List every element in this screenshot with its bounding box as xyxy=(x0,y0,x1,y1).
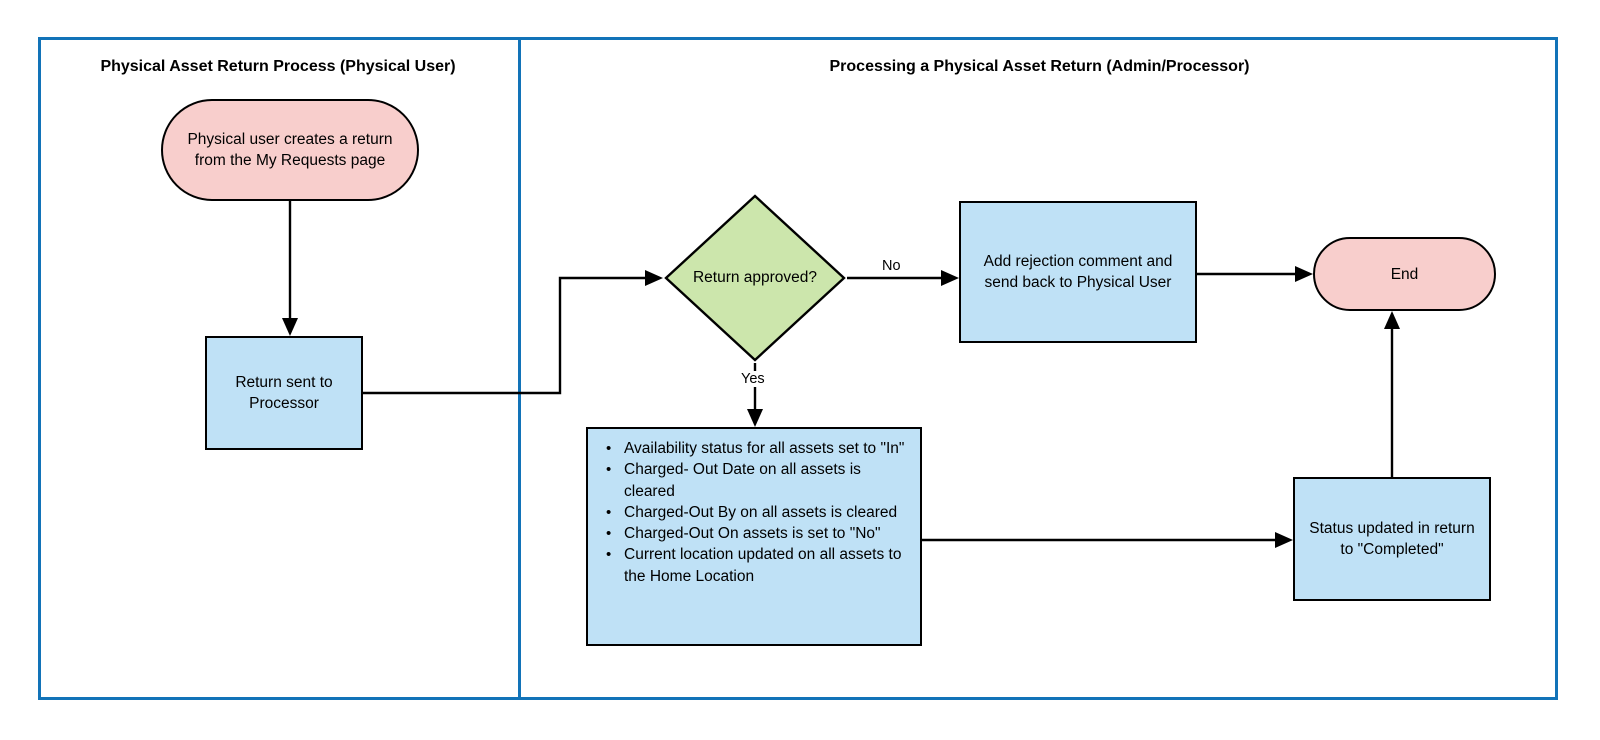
node-status-label: Status updated in return to "Completed" xyxy=(1309,520,1475,558)
node-status-updated-completed[interactable]: Status updated in return to "Completed" xyxy=(1293,477,1491,601)
node-decision-return-approved[interactable]: Return approved? xyxy=(663,193,847,363)
node-start-label: Physical user creates a return from the … xyxy=(187,131,393,169)
list-item: Current location updated on all assets t… xyxy=(606,544,908,587)
list-item: Availability status for all assets set t… xyxy=(606,438,908,460)
node-end-label: End xyxy=(1390,265,1419,283)
list-item: Charged-Out By on all assets is cleared xyxy=(606,502,908,524)
node-decision-label: Return approved? xyxy=(692,269,818,286)
swimlane-divider xyxy=(518,37,521,700)
edge-label-no: No xyxy=(880,258,903,274)
node-reject-label: Add rejection comment and send back to P… xyxy=(983,253,1173,291)
asset-update-actions-list: Availability status for all assets set t… xyxy=(598,438,908,587)
node-asset-update-actions[interactable]: Availability status for all assets set t… xyxy=(586,427,922,646)
node-add-rejection-comment[interactable]: Add rejection comment and send back to P… xyxy=(959,201,1197,343)
edge-label-yes: Yes xyxy=(739,371,767,387)
lane-title-physical-user: Physical Asset Return Process (Physical … xyxy=(100,58,456,75)
node-return-sent-label: Return sent to Processor xyxy=(235,374,333,412)
list-item: Charged- Out Date on all assets is clear… xyxy=(606,459,908,502)
list-item: Charged-Out On assets is set to "No" xyxy=(606,523,908,545)
node-end[interactable]: End xyxy=(1313,237,1496,311)
node-start-create-return[interactable]: Physical user creates a return from the … xyxy=(161,99,419,201)
node-return-sent-to-processor[interactable]: Return sent to Processor xyxy=(205,336,363,450)
lane-title-admin-processor: Processing a Physical Asset Return (Admi… xyxy=(829,58,1250,75)
